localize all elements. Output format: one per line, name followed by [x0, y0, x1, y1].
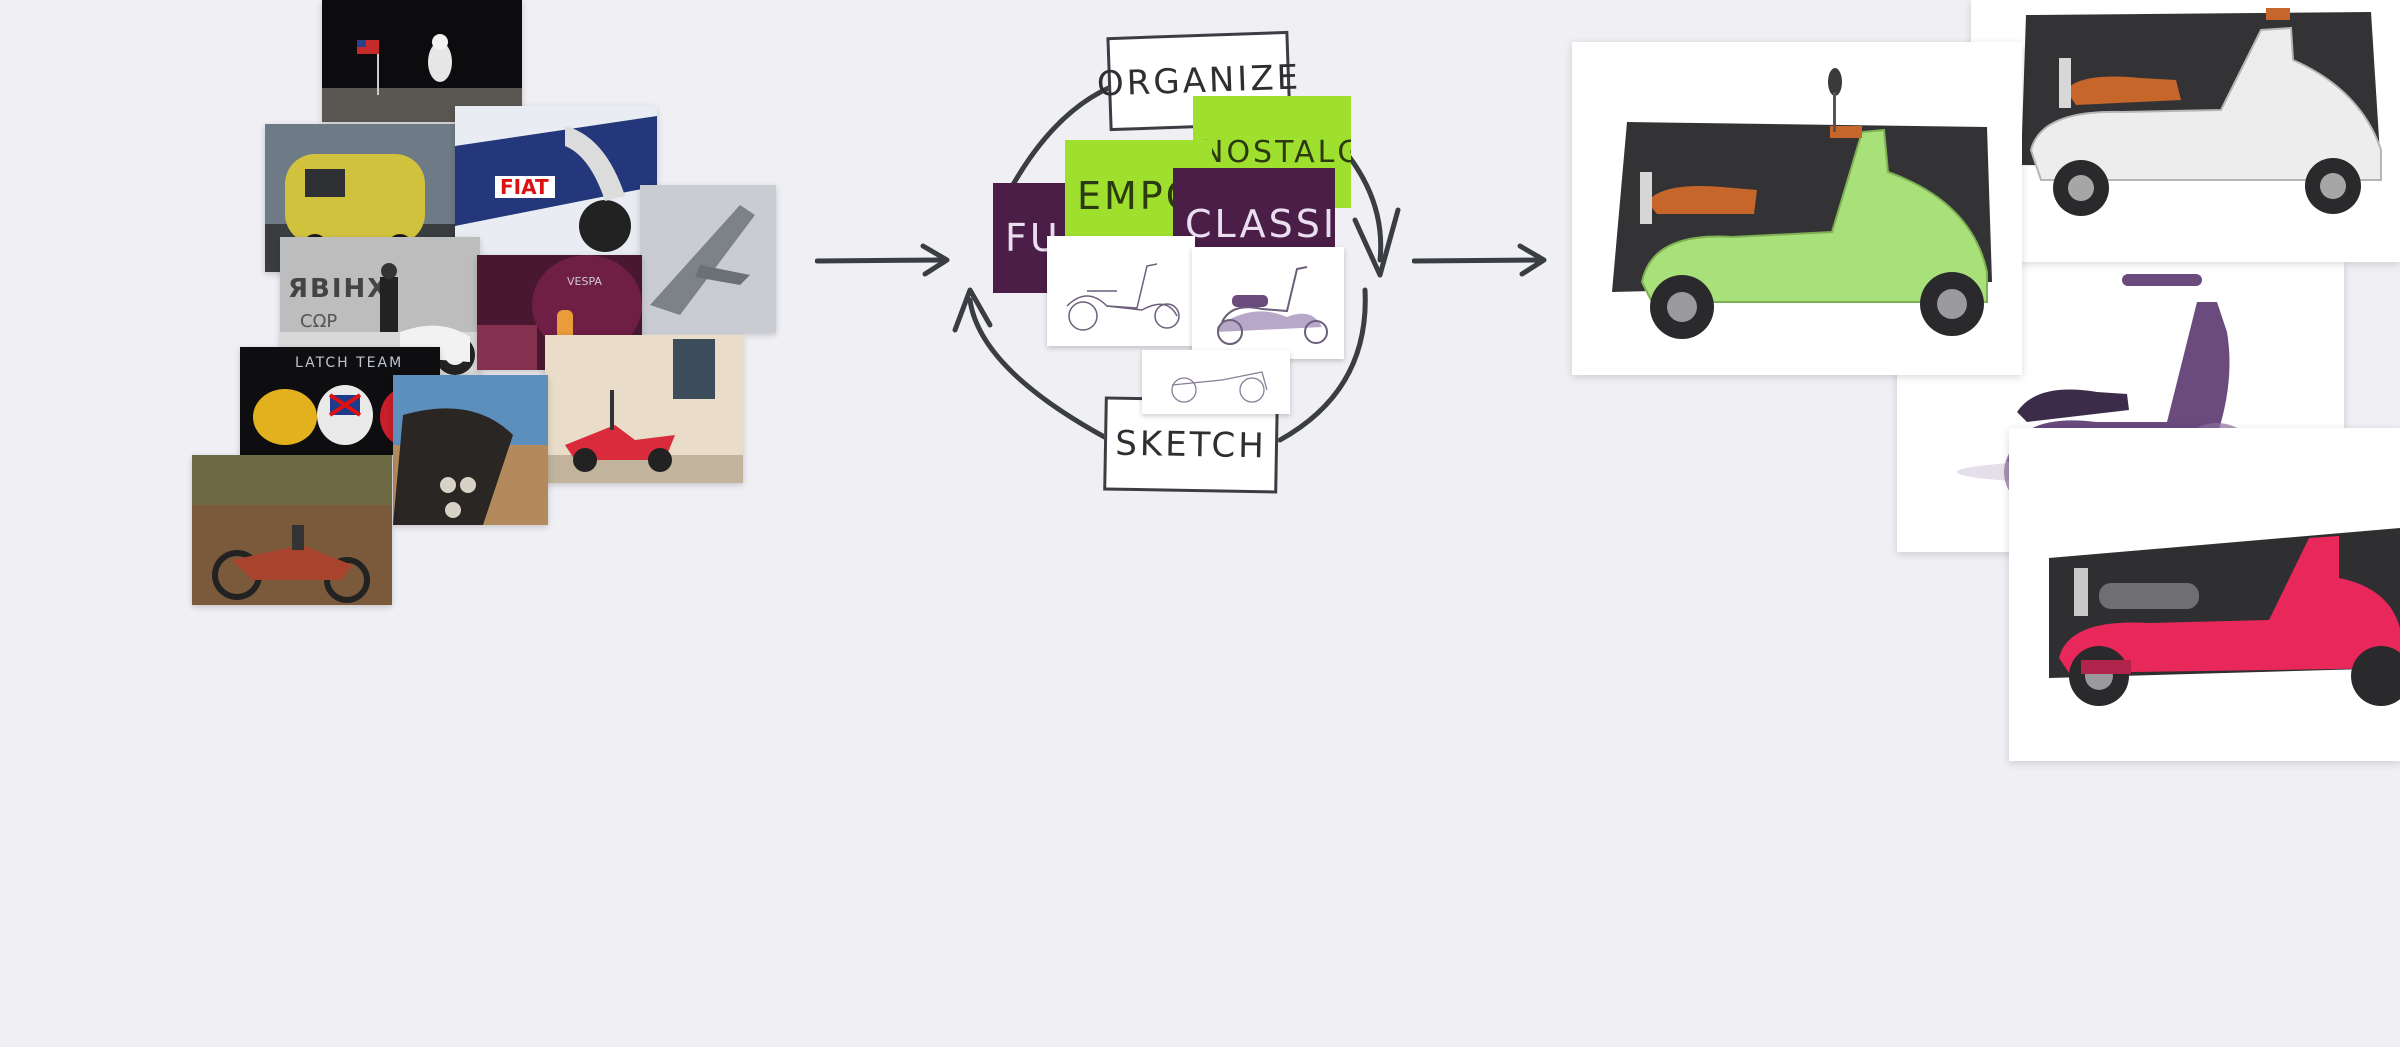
motorcycle-racer-photo[interactable]: FIAT [455, 106, 657, 256]
svg-text:FIAT: FIAT [500, 175, 549, 199]
sketch-card-outline[interactable] [1047, 236, 1195, 346]
white-scooter-render[interactable] [1971, 0, 2400, 262]
vintage-bikes-photo[interactable] [192, 455, 392, 605]
green-scooter-render[interactable] [1572, 42, 2022, 375]
svg-text:ЯBIHX: ЯBIHX [288, 274, 389, 304]
svg-text:LATCH TEAM: LATCH TEAM [295, 355, 403, 371]
arrow-to-process-icon [815, 243, 950, 277]
red-scooter-render[interactable] [2009, 428, 2400, 761]
svg-text:VESPA: VESPA [567, 275, 602, 288]
jet-photo[interactable] [640, 185, 776, 333]
moon-landing-photo[interactable] [322, 0, 522, 122]
headlight-detail-photo[interactable] [393, 375, 548, 525]
arrow-to-renders-icon [1412, 243, 1547, 277]
svg-text:CΩP: CΩP [300, 311, 337, 332]
sketch-card-shaded[interactable] [1192, 247, 1344, 359]
graffiti-rider-photo[interactable]: ЯBIHX CΩP [280, 237, 480, 382]
sketch-card-small[interactable] [1142, 350, 1290, 414]
red-scooter-street-photo[interactable] [545, 335, 743, 483]
